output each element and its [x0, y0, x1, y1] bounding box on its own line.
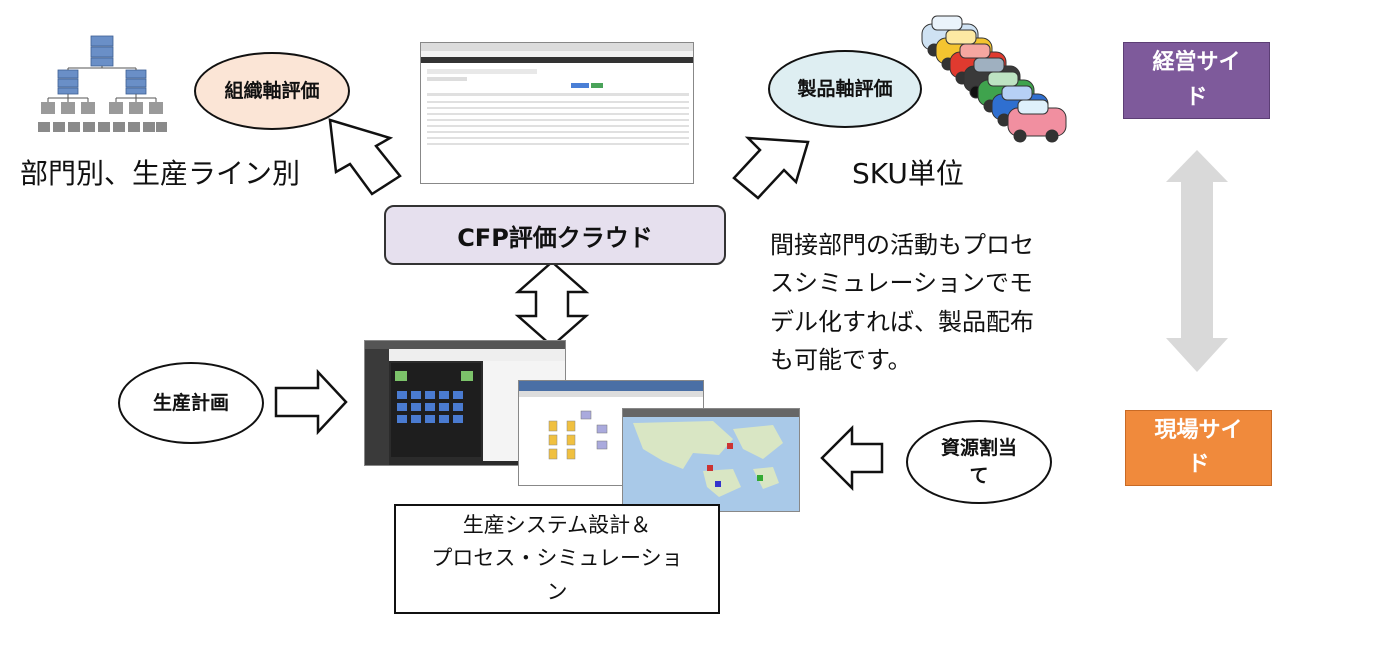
- table-screenshot-graphic: [421, 43, 693, 145]
- management-side-box: 経営サイ ド: [1123, 42, 1270, 119]
- arrow-production-plan: [274, 368, 348, 436]
- stacked-cars-icon: [921, 15, 1067, 143]
- arrow-resource-alloc: [820, 424, 884, 492]
- cfp-cloud-node: CFP評価クラウド: [384, 205, 726, 265]
- field-side-label: 現場サイ ド: [1154, 417, 1243, 477]
- double-arrow-cloud-production: [514, 260, 590, 348]
- production-system-node: 生産システム設計＆ プロセス・シミュレーショ ン: [394, 504, 720, 614]
- production-plan-node: 生産計画: [118, 362, 264, 444]
- note-text: 間接部門の活動もプロセ スシミュレーションでモ デル化すれば、製品配布 も可能で…: [770, 231, 1034, 375]
- management-side-label: 経営サイ ド: [1152, 50, 1241, 110]
- resource-alloc-line2: て: [969, 465, 989, 487]
- explanatory-note: 間接部門の活動もプロセ スシミュレーションでモ デル化すれば、製品配布 も可能で…: [770, 226, 1090, 380]
- production-system-label: 生産システム設計＆ プロセス・シミュレーショ ン: [431, 512, 683, 604]
- org-hierarchy-icon: [38, 35, 167, 132]
- double-arrow-management-field: [1166, 150, 1228, 372]
- arrow-to-org-eval: [328, 118, 402, 196]
- org-eval-node: 組織軸評価: [194, 52, 350, 130]
- resource-alloc-line1: 資源割当: [940, 436, 1017, 459]
- sku-caption: SKU単位: [852, 157, 964, 190]
- cfp-table-screenshot: [420, 42, 694, 184]
- field-side-box: 現場サイ ド: [1125, 410, 1272, 486]
- map-screenshot: [622, 408, 800, 512]
- map-graphic: [623, 409, 799, 497]
- process-flow-graphic: [519, 381, 703, 460]
- resource-alloc-node: 資源割当 て: [906, 420, 1052, 504]
- product-eval-node: 製品軸評価: [768, 50, 922, 128]
- arrow-to-product-eval: [732, 136, 810, 200]
- org-caption: 部門別、生産ライン別: [20, 157, 301, 190]
